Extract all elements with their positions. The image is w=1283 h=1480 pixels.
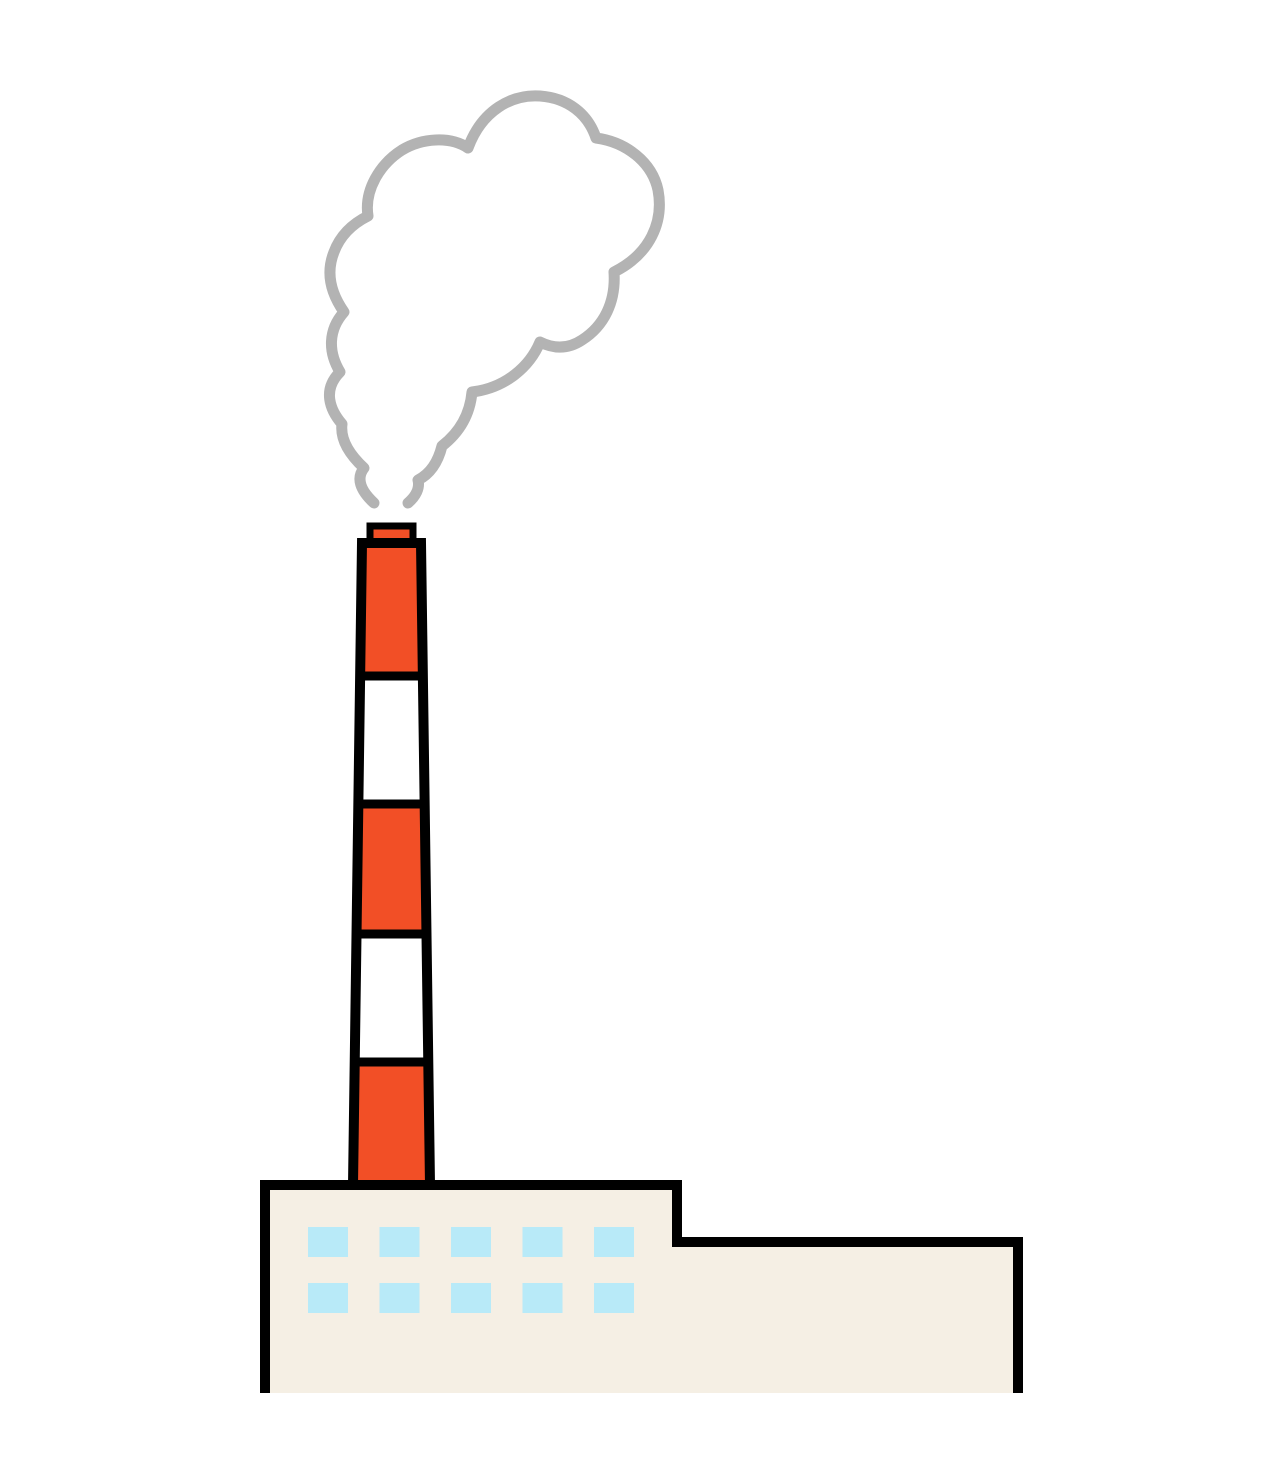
- window-icon: [594, 1283, 634, 1313]
- window-icon: [308, 1283, 348, 1313]
- smokestack-icon: [347, 522, 436, 1190]
- window-icon: [379, 1227, 420, 1257]
- smokestack-band-dividers: [354, 671, 429, 1067]
- smokestack-band-red: [360, 543, 423, 676]
- window-icon: [451, 1283, 491, 1313]
- factory-building-icon: [260, 1180, 1023, 1393]
- window-icon: [308, 1227, 348, 1257]
- smokestack-band-white: [354, 934, 429, 1062]
- smokestack-band-red: [356, 804, 427, 934]
- smokestack-band-white: [358, 676, 425, 804]
- smokestack-band-red: [353, 1062, 430, 1185]
- window-icon: [451, 1227, 491, 1257]
- factory-windows: [308, 1227, 634, 1313]
- factory-building-body: [260, 1180, 1023, 1393]
- window-icon: [522, 1283, 563, 1313]
- window-icon: [522, 1227, 563, 1257]
- window-icon: [594, 1227, 634, 1257]
- smoke-cloud-icon: [323, 90, 665, 509]
- window-icon: [379, 1283, 420, 1313]
- smokestack-bands: [353, 543, 430, 1185]
